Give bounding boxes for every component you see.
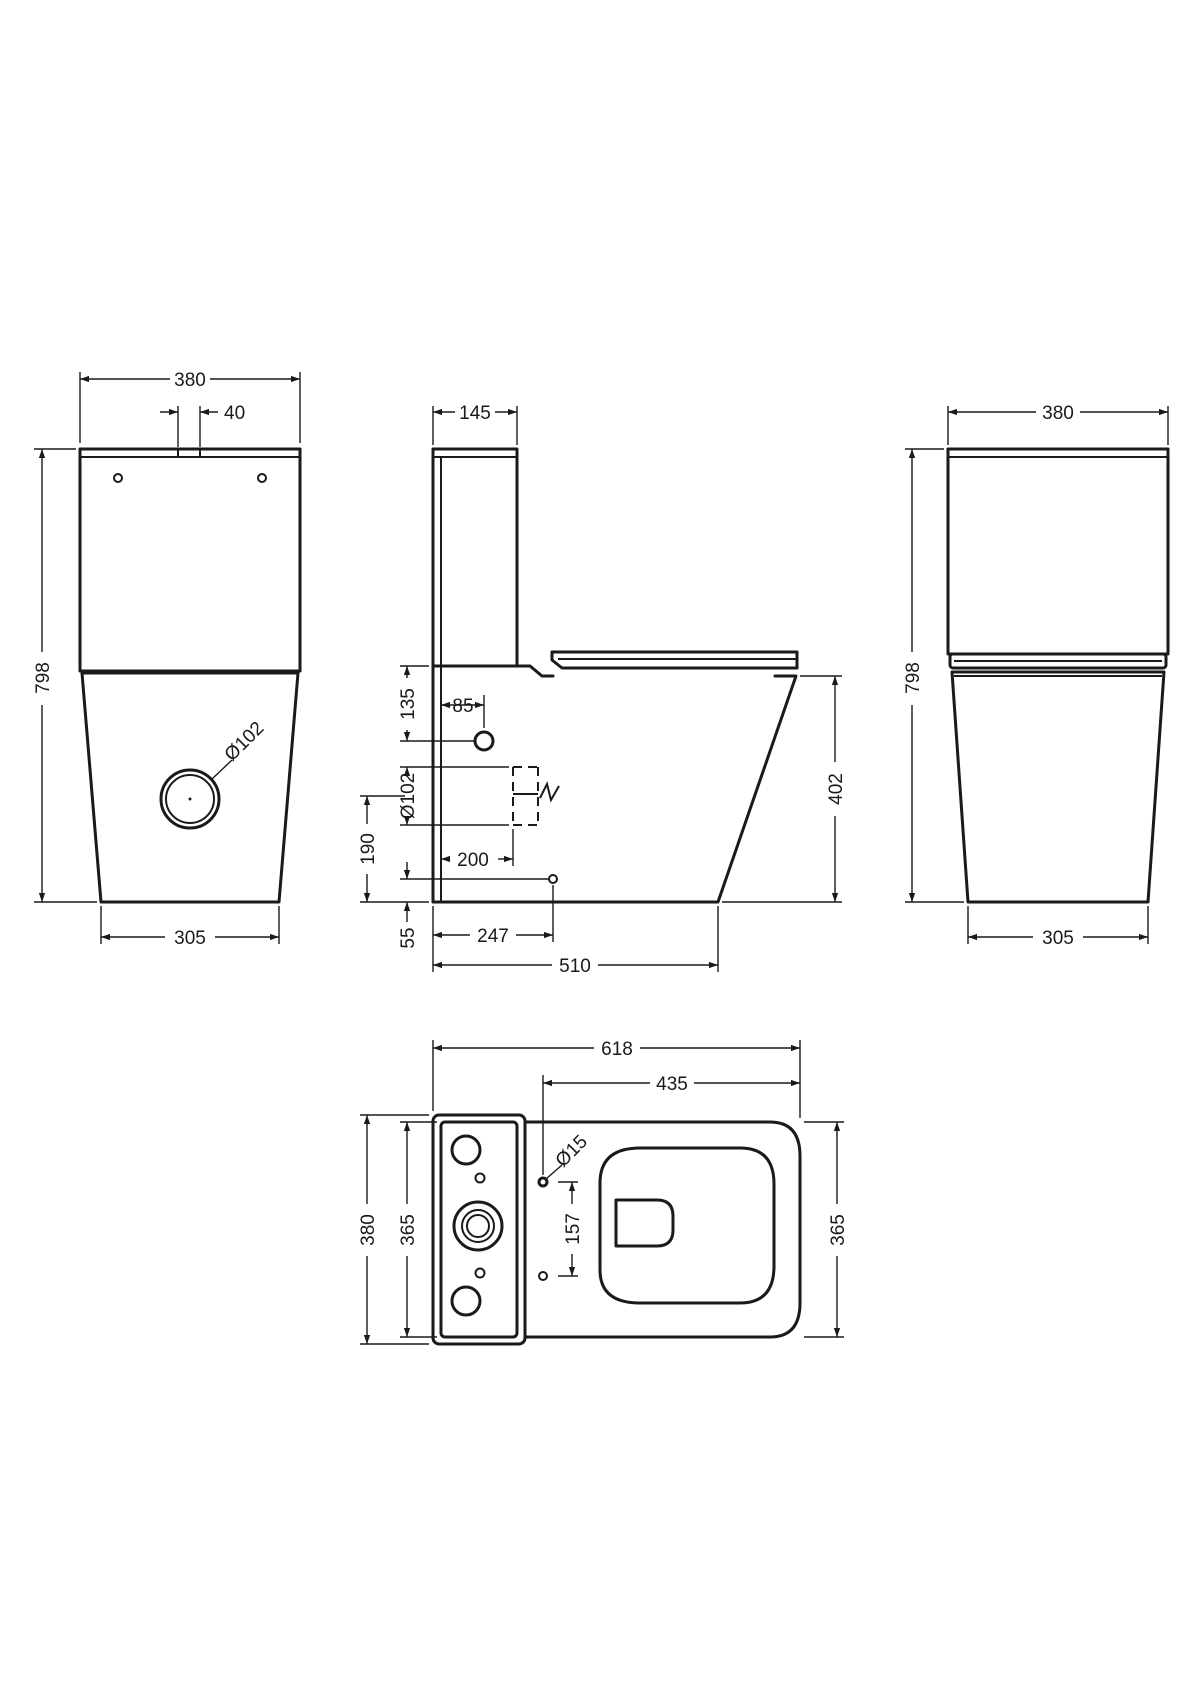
front-waste-diameter-label: Ø102: [221, 718, 269, 766]
plan-bowl-outlet: [614, 1198, 675, 1248]
rear-width-base-label: 305: [1042, 928, 1074, 949]
side-view: 145 135 85 Ø102 190 200 402: [358, 403, 847, 977]
plan-inlet-small-bottom: [474, 1267, 486, 1279]
plan-overall-length-label: 618: [601, 1039, 633, 1060]
plan-seat-fixing-bottom: [538, 1271, 548, 1281]
side-waste-setout-label: 200: [457, 850, 489, 871]
side-inlet-height-label: 135: [398, 688, 419, 720]
front-waste-centre: [188, 797, 192, 801]
plan-pan-width-label: 365: [828, 1214, 849, 1246]
plan-seat-fixing-diameter-label: Ø15: [552, 1131, 592, 1171]
front-waste-inner: [165, 774, 215, 824]
front-fixing-hole-right: [257, 473, 267, 483]
side-waste-diameter-label: Ø102: [398, 773, 419, 819]
plan-seat-fixing-to-front-label: 435: [656, 1074, 688, 1095]
plan-flush-hole-top: [450, 1134, 482, 1166]
side-cistern: [431, 447, 519, 668]
front-button-offset-label: 40: [224, 403, 245, 424]
plan-outlet-ring-outer: [452, 1200, 504, 1252]
front-fixing-hole-left: [113, 473, 123, 483]
plan-cistern-inner-width-label: 365: [398, 1214, 419, 1246]
rear-pan: [950, 670, 1166, 904]
front-width-top-label: 380: [174, 370, 206, 391]
front-pan: [80, 671, 300, 904]
front-height-label: 798: [33, 662, 54, 694]
rear-height-label: 798: [903, 662, 924, 694]
side-cistern-depth-label: 145: [459, 403, 491, 424]
side-seat: [550, 650, 799, 670]
side-inlet-offset-label: 85: [452, 696, 473, 717]
rear-width-top-label: 380: [1042, 403, 1074, 424]
side-fixing-height-label: 55: [398, 927, 419, 948]
front-view: 380 40 798 Ø102 305: [33, 370, 302, 949]
side-pan-height-label: 402: [826, 773, 847, 805]
plan-cistern-width-label: 380: [358, 1214, 379, 1246]
side-inlet-circle: [473, 730, 495, 752]
rear-cistern: [946, 447, 1170, 656]
plan-seat-fixing-centres-label: 157: [563, 1213, 584, 1245]
plan-cistern-inner: [439, 1120, 519, 1339]
plan-pan-outline: [523, 1120, 802, 1339]
front-cistern: [78, 447, 302, 673]
side-waste-height-label: 190: [358, 833, 379, 865]
plan-seat-fixing-top: [537, 1176, 549, 1188]
plan-outlet-ring-inner: [466, 1214, 490, 1238]
front-width-base-label: 305: [174, 928, 206, 949]
rear-view: 380 798 305: [903, 403, 1170, 949]
plan-flush-hole-bottom: [450, 1285, 482, 1317]
rear-seat-band: [948, 652, 1168, 670]
plan-view: 618 435 380 365 Ø15 157 365: [358, 1039, 849, 1346]
plan-seat-opening: [598, 1146, 776, 1305]
plan-cistern-outer: [431, 1113, 527, 1346]
plan-inlet-small-top: [474, 1172, 486, 1184]
side-pan-body: [431, 664, 798, 904]
plan-outlet-ring-mid: [461, 1209, 495, 1243]
side-fixing-hole: [548, 874, 558, 884]
front-waste-outer: [159, 768, 221, 830]
side-fixing-setout-label: 247: [477, 926, 509, 947]
side-depth-label: 510: [559, 956, 591, 977]
